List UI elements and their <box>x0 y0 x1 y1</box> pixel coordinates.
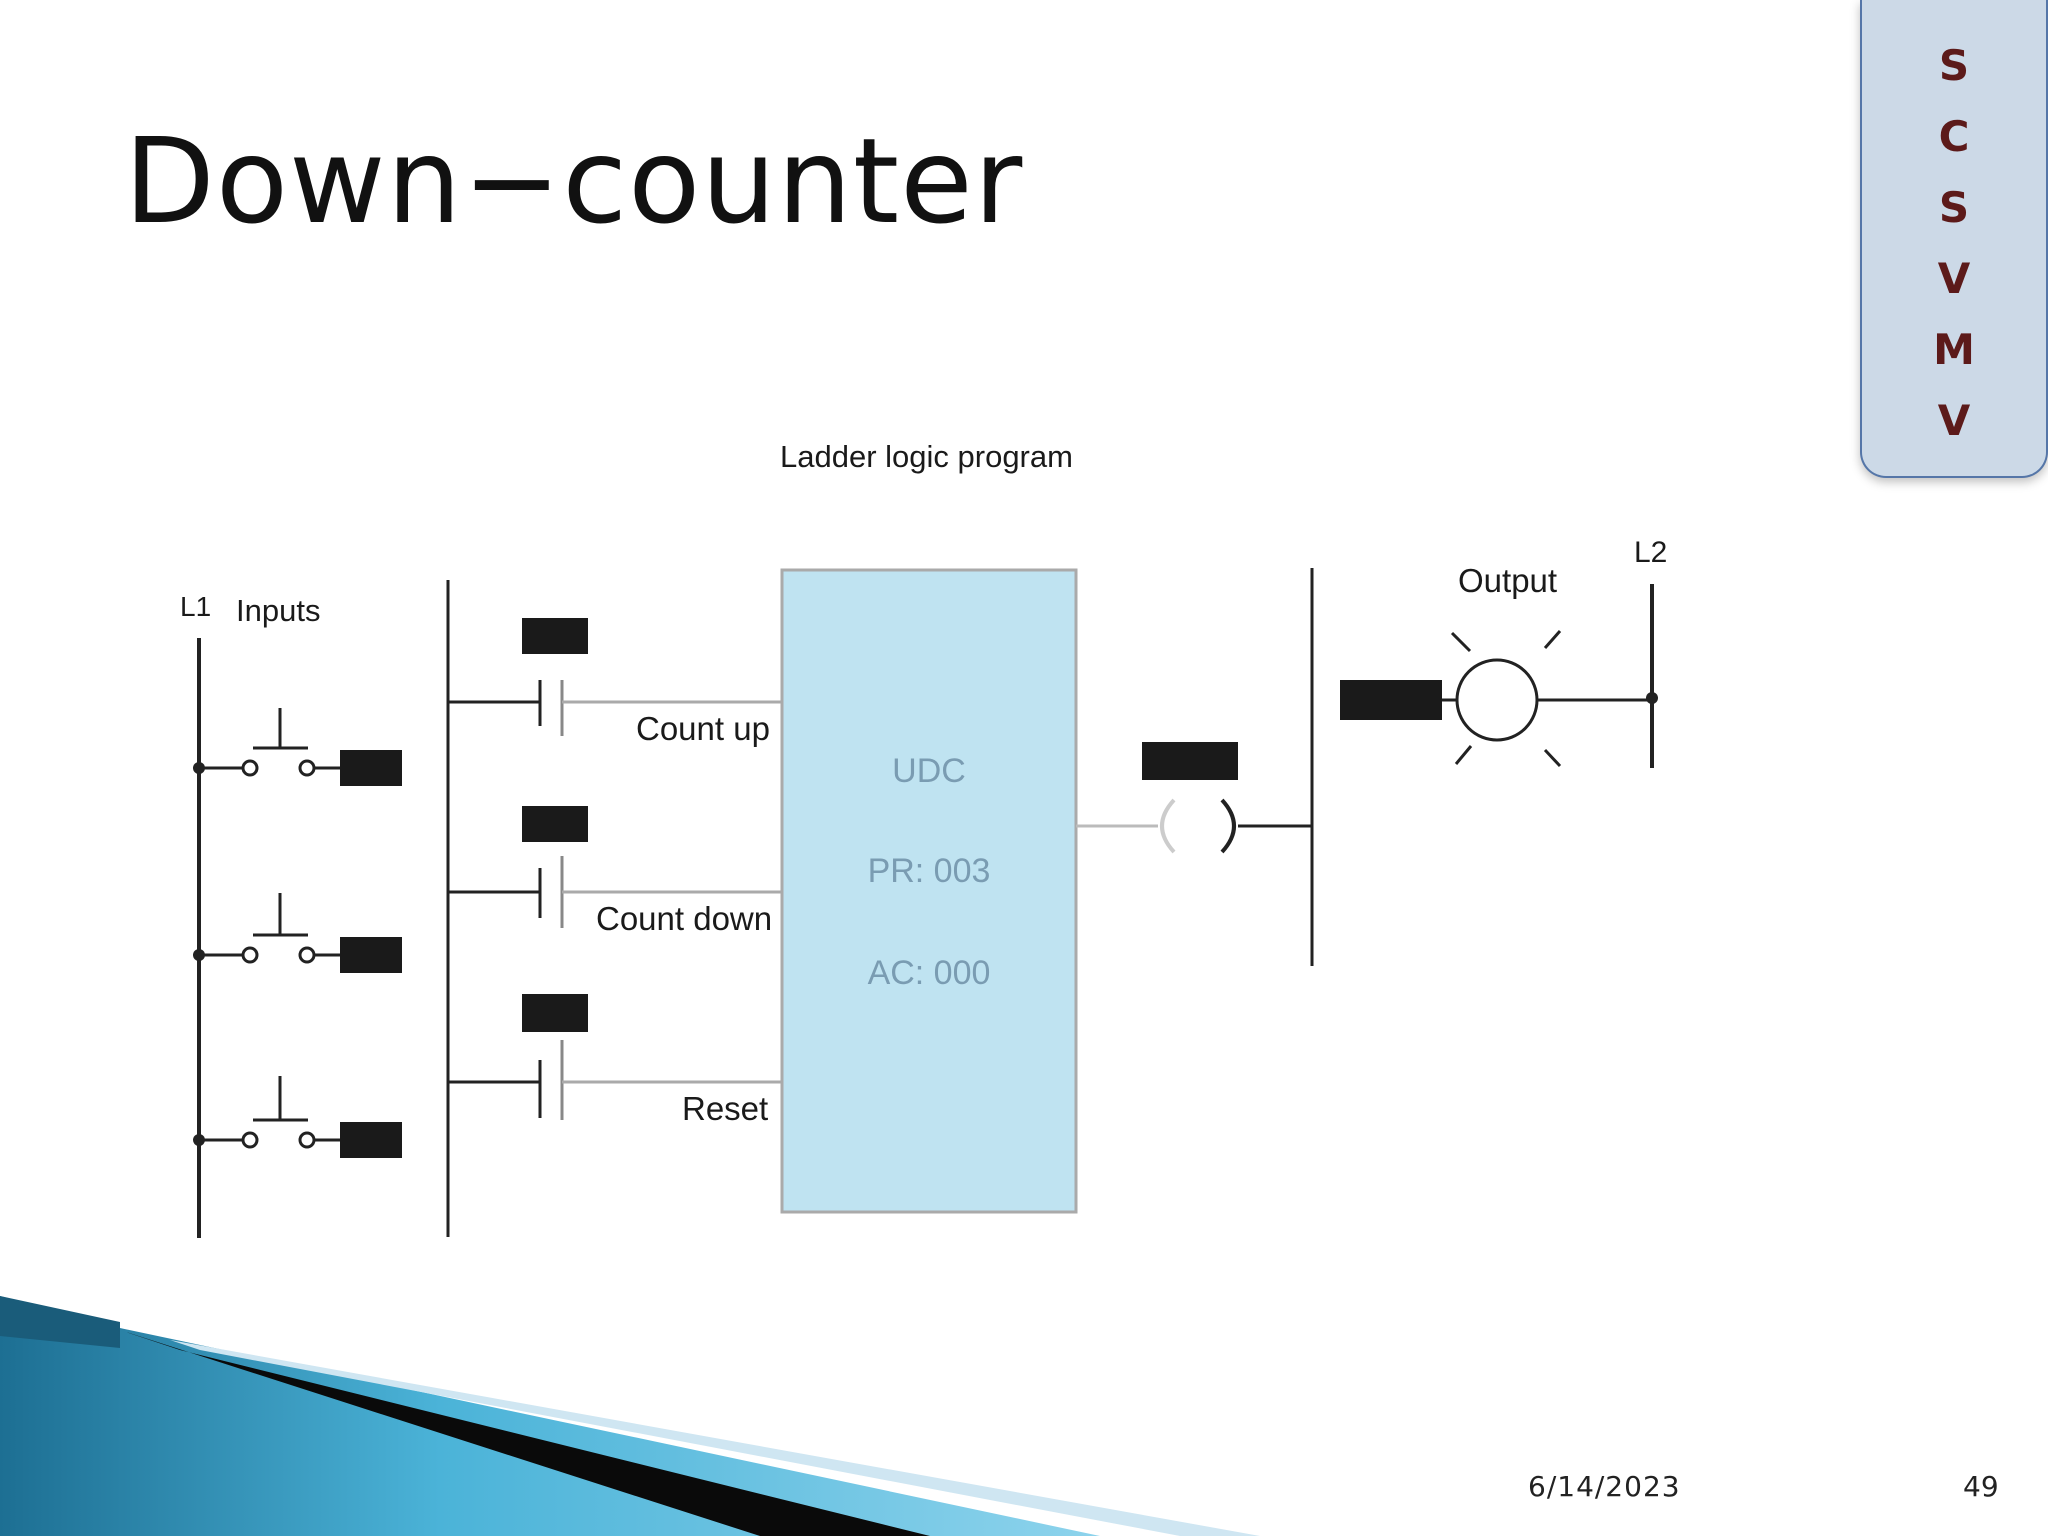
logo-letter: M <box>1933 325 1975 374</box>
institution-logo-box: S C S V M V <box>1860 0 2048 478</box>
l1-label: L1 <box>180 591 211 622</box>
inputs-label: Inputs <box>236 593 320 628</box>
logo-letter: S <box>1938 41 1970 90</box>
smudged-address-tag <box>1142 742 1238 780</box>
slide-page-number: 49 <box>1963 1470 1999 1503</box>
rung-contact-count-up <box>448 618 782 736</box>
slide-title: Down−counter <box>124 112 1024 250</box>
l2-label: L2 <box>1634 536 1667 569</box>
rung-label-reset: Reset <box>682 1090 768 1127</box>
program-title: Ladder logic program <box>780 439 1073 474</box>
smudged-address-tag <box>522 618 588 654</box>
logo-letter: C <box>1938 112 1970 161</box>
smudged-address-tag <box>1340 680 1442 720</box>
output-label: Output <box>1458 562 1557 599</box>
smudged-address-tag <box>522 994 588 1032</box>
smudged-address-tag <box>340 937 402 973</box>
input-pushbutton-1 <box>193 708 402 786</box>
udc-block-name: UDC <box>892 752 966 790</box>
logo-letters: S C S V M V <box>1862 30 2046 456</box>
logo-letter: V <box>1937 254 1971 303</box>
logo-letter: V <box>1937 396 1971 445</box>
logo-letter: S <box>1938 183 1970 232</box>
counter-output-coil <box>1076 742 1312 854</box>
smudged-address-tag <box>340 1122 402 1158</box>
smudged-address-tag <box>340 750 402 786</box>
input-pushbutton-3 <box>193 1076 402 1158</box>
smudged-address-tag <box>522 806 588 842</box>
rung-contact-reset <box>448 994 782 1120</box>
udc-accumulated: AC: 000 <box>868 954 991 992</box>
udc-preset: PR: 003 <box>868 852 991 890</box>
rung-contact-count-down <box>448 806 782 928</box>
rung-label-count-down: Count down <box>596 900 772 937</box>
udc-counter-block <box>780 568 1078 1214</box>
rung-label-count-up: Count up <box>636 710 770 747</box>
input-pushbutton-2 <box>193 893 402 973</box>
decorative-swoosh <box>0 1296 1260 1536</box>
slide-date: 6/14/2023 <box>1528 1470 1681 1503</box>
